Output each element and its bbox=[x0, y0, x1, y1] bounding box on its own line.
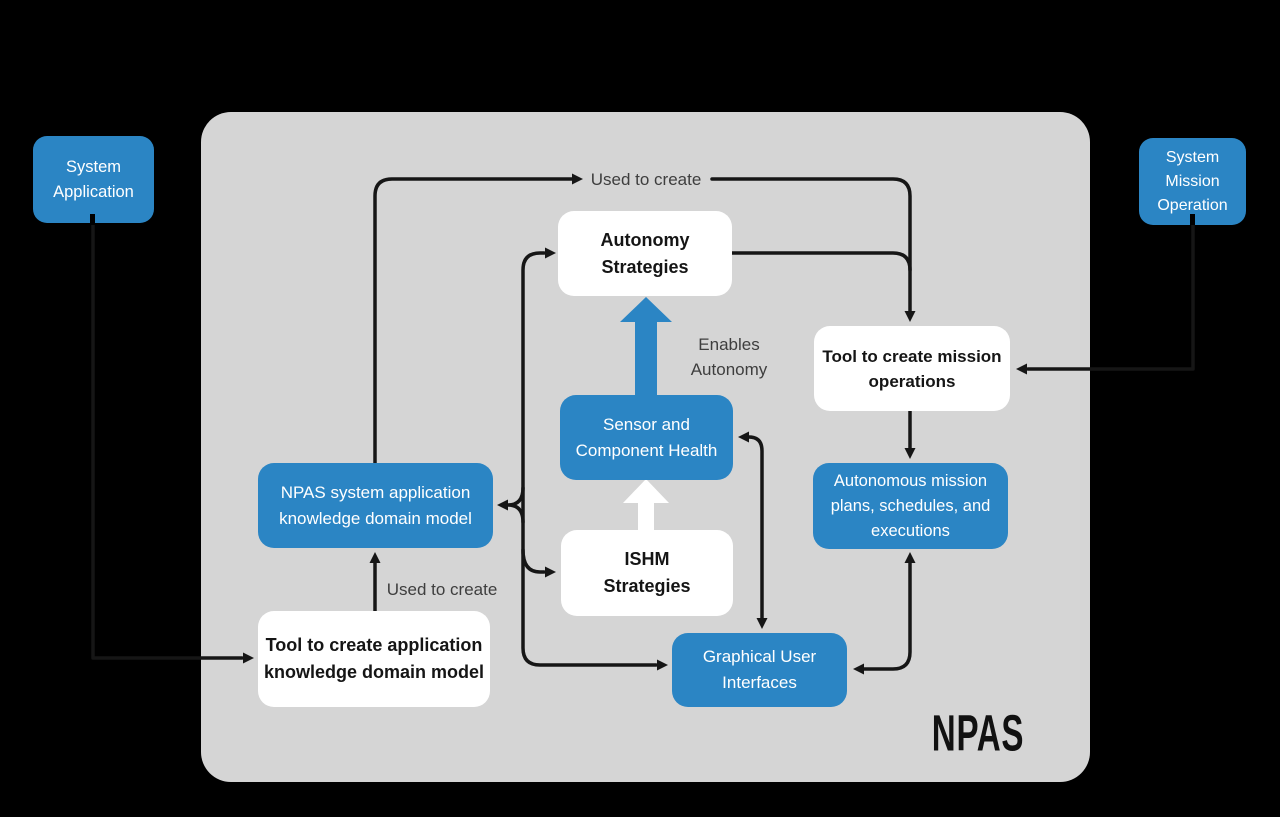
node-label-line: plans, schedules, and bbox=[830, 496, 991, 515]
node-label-line: Tool to create application bbox=[265, 635, 483, 655]
node-label-line: Application bbox=[53, 182, 134, 201]
connector-bus-ishm-branch bbox=[521, 548, 546, 574]
enables-autonomy-arrow bbox=[620, 297, 672, 397]
connector-model-to-used-to-create bbox=[373, 177, 574, 465]
node-label-line: System bbox=[1165, 148, 1220, 166]
node-label-line: knowledge domain model bbox=[279, 508, 472, 528]
system-application-tail bbox=[90, 214, 95, 225]
node-autonomous-mission-plans: Autonomous mission plans, schedules, and… bbox=[813, 463, 1008, 549]
node-system-application: System Application bbox=[33, 136, 154, 223]
node-label-line: Autonomy bbox=[600, 229, 690, 250]
node-npas-knowledge-domain-model: NPAS system application knowledge domain… bbox=[258, 463, 493, 548]
node-label-line: Autonomous mission bbox=[833, 471, 988, 490]
node-label-line: Strategies bbox=[601, 256, 689, 277]
connector-autonomy-to-tool bbox=[730, 251, 912, 272]
label-used-to-create-bottom: Used to create bbox=[386, 580, 498, 599]
node-label-line: Mission bbox=[1165, 172, 1220, 190]
node-label-line: Tool to create mission bbox=[822, 346, 1002, 366]
node-label-line: Component Health bbox=[575, 440, 718, 460]
node-label-line: Interfaces bbox=[722, 673, 797, 692]
label-used-to-create-top: Used to create bbox=[590, 170, 702, 189]
node-label-line: executions bbox=[871, 521, 950, 540]
connector-plans-gui bbox=[862, 558, 912, 671]
node-system-mission-operation: System Mission Operation bbox=[1139, 138, 1246, 225]
node-label-line: NPAS system application bbox=[280, 482, 471, 502]
system-mission-tail bbox=[1190, 214, 1195, 225]
connector-bus-model-junction bbox=[506, 486, 525, 524]
node-label-line: Strategies bbox=[603, 576, 691, 596]
node-tool-create-application-model: Tool to create application knowledge dom… bbox=[258, 611, 490, 707]
node-label-line: operations bbox=[868, 371, 956, 391]
node-label-line: Sensor and bbox=[603, 414, 690, 434]
node-autonomy-strategies: Autonomy Strategies bbox=[558, 211, 732, 296]
npas-watermark: NPAS bbox=[931, 704, 1025, 762]
label-enables-autonomy: Enables Autonomy bbox=[677, 332, 781, 382]
connector-system-application-entry bbox=[91, 216, 244, 660]
connector-system-mission-entry bbox=[1026, 216, 1195, 371]
connector-used-to-create-to-tool bbox=[710, 177, 912, 313]
ishm-to-sensor-arrow bbox=[623, 479, 669, 531]
label-line: Enables bbox=[698, 335, 760, 354]
node-label-line: Operation bbox=[1157, 196, 1228, 214]
node-label-line: Graphical User bbox=[702, 647, 817, 666]
node-label-line: knowledge domain model bbox=[263, 662, 485, 682]
node-tool-create-mission-operations: Tool to create mission operations bbox=[814, 326, 1010, 411]
node-sensor-component-health: Sensor and Component Health bbox=[560, 395, 733, 480]
node-ishm-strategies: ISHM Strategies bbox=[561, 530, 733, 616]
node-label-line: ISHM bbox=[624, 549, 670, 569]
connector-sensor-gui bbox=[747, 435, 764, 620]
node-label-line: System bbox=[65, 157, 121, 176]
connector-bus-main bbox=[521, 251, 658, 667]
node-graphical-user-interfaces: Graphical User Interfaces bbox=[672, 633, 847, 707]
label-line: Autonomy bbox=[690, 360, 768, 379]
